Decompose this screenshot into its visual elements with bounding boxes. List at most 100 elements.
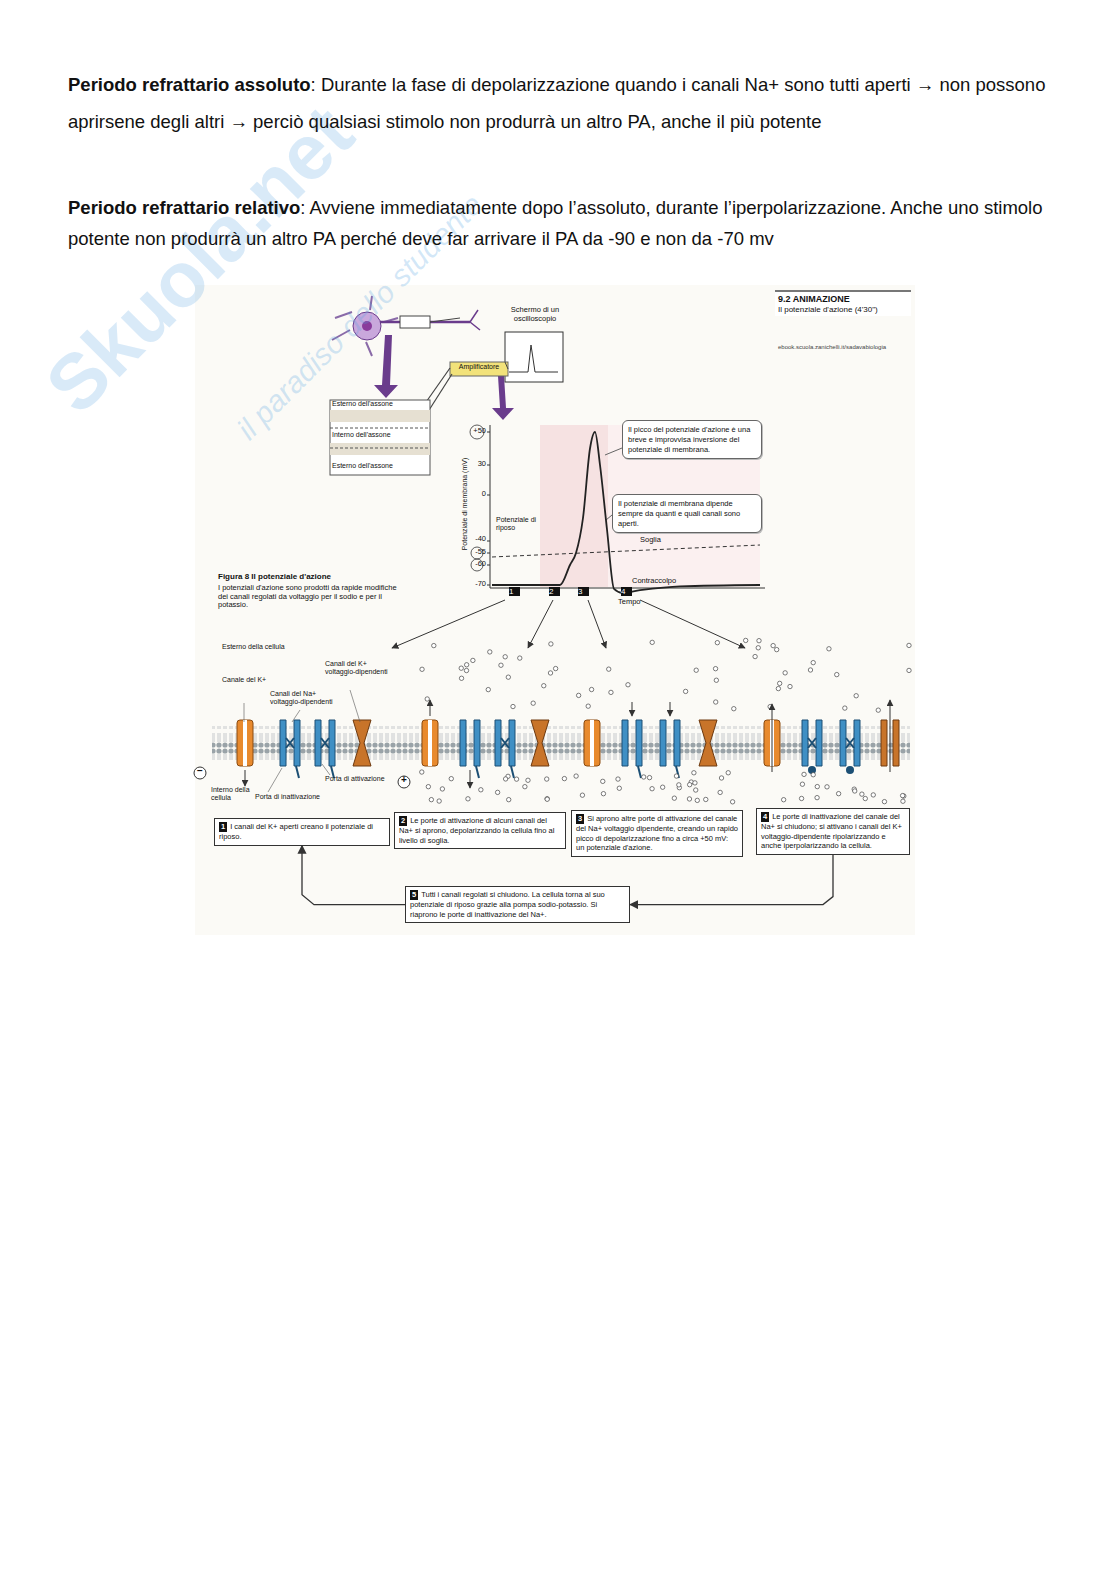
- ion: [799, 796, 803, 800]
- figure-label: Figura 8 Il potenziale d'azione: [218, 572, 408, 581]
- ion: [486, 687, 490, 691]
- ion: [542, 684, 546, 688]
- channel-pore: [590, 720, 594, 766]
- ion: [471, 658, 475, 662]
- ion: [800, 782, 804, 786]
- ion: [650, 787, 654, 791]
- ion: [815, 795, 819, 799]
- axis-tick-label: 30: [462, 460, 486, 469]
- ion: [545, 797, 549, 801]
- ion: [479, 788, 483, 792]
- ion-flow-arrow: [890, 700, 891, 772]
- ion: [871, 793, 875, 797]
- ion: [459, 676, 463, 680]
- ion: [704, 797, 708, 801]
- ion: [815, 784, 819, 788]
- ion: [499, 663, 503, 667]
- ion: [714, 678, 718, 682]
- ion: [511, 704, 515, 708]
- ion: [882, 799, 886, 803]
- ion: [811, 773, 815, 777]
- ion: [687, 797, 691, 801]
- ion: [466, 797, 470, 801]
- ion: [692, 771, 696, 775]
- ion: [586, 704, 590, 708]
- ion: [825, 785, 829, 789]
- ion: [518, 656, 522, 660]
- ion: [503, 777, 507, 781]
- ion: [429, 797, 433, 801]
- box-text: Tutti i canali regolati si chiudono. La …: [410, 890, 605, 919]
- ion: [714, 700, 718, 704]
- ion: [732, 707, 736, 711]
- ion: [553, 666, 557, 670]
- inactivation-gate: [476, 766, 479, 778]
- ion: [437, 799, 441, 803]
- ion: [694, 788, 698, 792]
- na-channel: [660, 720, 680, 766]
- inactivation-gate: [638, 766, 641, 778]
- figure-label: Esterno della cellula: [222, 643, 312, 651]
- callout-number: 3: [576, 814, 584, 824]
- callout-number: 2: [549, 587, 560, 596]
- ion: [713, 666, 717, 670]
- axis-tick: [487, 553, 490, 554]
- paragraph-heading: Periodo refrattario assoluto: [68, 74, 311, 95]
- ion: [719, 776, 723, 780]
- ion: [425, 697, 429, 701]
- box-text: Le porte di attivazione di alcuni canali…: [399, 816, 554, 845]
- ion: [607, 667, 611, 671]
- ion-flow-arrow: [670, 702, 671, 716]
- figure-label: Canale del K+: [222, 676, 268, 684]
- ion: [781, 798, 785, 802]
- callout-number: 1: [219, 822, 227, 832]
- ion: [626, 683, 630, 687]
- na-channel: [622, 720, 642, 766]
- ion-channels: [237, 720, 899, 778]
- ion: [853, 789, 857, 793]
- ion: [420, 770, 424, 774]
- callout-number: 4: [761, 812, 769, 822]
- step-box: 5Tutti i canali regolati si chiudono. La…: [405, 886, 630, 923]
- ion: [464, 668, 468, 672]
- ion: [545, 797, 549, 801]
- ions: [245, 638, 911, 804]
- phase-leader-arrows: [392, 600, 745, 648]
- ion: [802, 772, 806, 776]
- activation-gate: [321, 738, 329, 748]
- channel-pore: [243, 720, 247, 766]
- ion: [647, 775, 651, 779]
- box-text: Il potenziale di membrana dipende sempre…: [618, 499, 756, 528]
- paragraph: Periodo refrattario assoluto: Durante la…: [68, 66, 1053, 140]
- callout-number: 4: [621, 587, 632, 596]
- step-box: 2Le porte di attivazione di alcuni canal…: [394, 812, 566, 849]
- figure-label: ebook.scuola.zanichelli.it/sadavabiologi…: [778, 344, 913, 351]
- box-text: 9.2 ANIMAZIONE: [778, 294, 908, 305]
- threshold-line: [492, 545, 760, 557]
- ion-flow-arrow: [245, 770, 246, 786]
- ion-flow-arrow: [470, 770, 471, 788]
- inactivation-gate: [511, 766, 514, 778]
- ion: [642, 775, 646, 779]
- axis-tick: [487, 465, 490, 466]
- paragraph: Periodo refrattario relativo: Avviene im…: [68, 192, 1053, 254]
- callout-box: Il potenziale di membrana dipende sempre…: [612, 494, 762, 533]
- ion: [672, 796, 676, 800]
- ion: [601, 779, 605, 783]
- figure-label: I potenziali d'azione sono prodotti da r…: [218, 584, 408, 610]
- figure-label: Porta di inattivazione: [255, 793, 345, 801]
- ion: [650, 640, 654, 644]
- callout-box: Il picco del potenziale d'azione è una b…: [622, 420, 762, 459]
- box-text: Il potenziale d'azione (4'30"): [778, 305, 908, 315]
- paragraph-heading: Periodo refrattario relativo: [68, 197, 300, 218]
- charge-sign: +: [398, 774, 410, 786]
- axon-section: [330, 400, 430, 475]
- ion: [589, 687, 593, 691]
- ion: [580, 793, 584, 797]
- ion: [843, 706, 847, 710]
- figure-label: Interno della cellula: [211, 786, 253, 802]
- ion: [459, 666, 463, 670]
- ion: [660, 785, 664, 789]
- box-text: Le porte di inattivazione del canale del…: [761, 812, 902, 850]
- ion: [753, 654, 757, 658]
